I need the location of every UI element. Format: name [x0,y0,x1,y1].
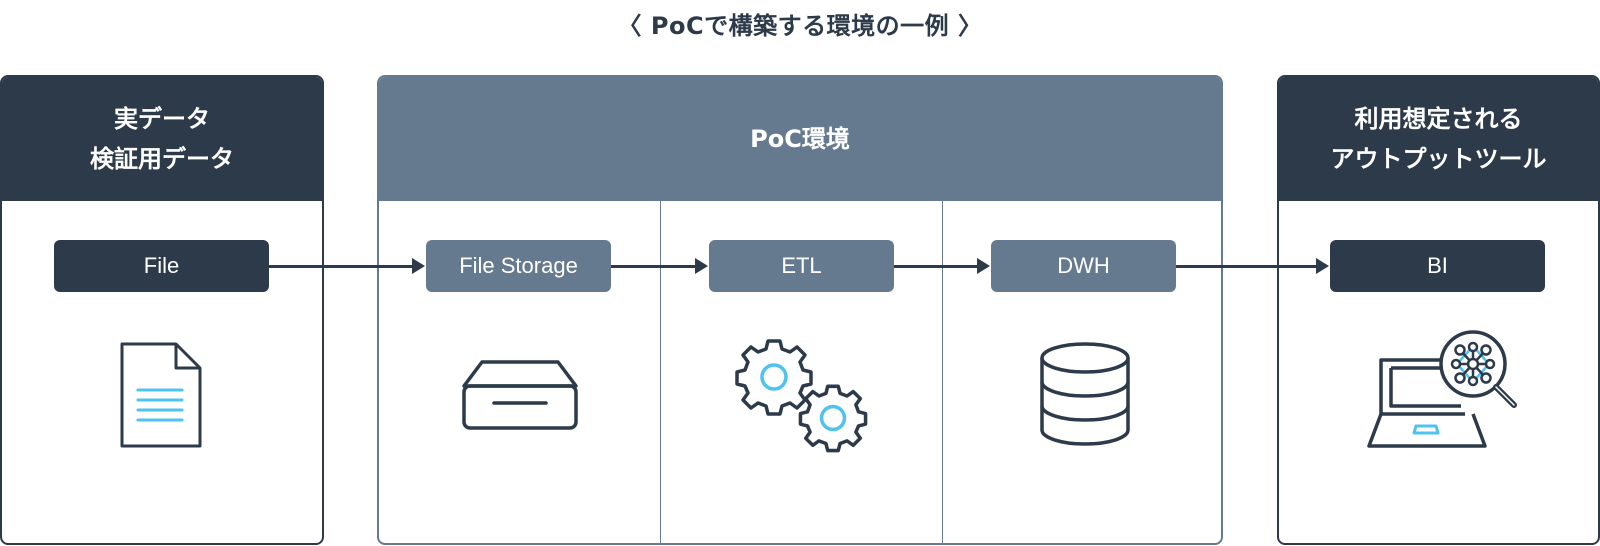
diagram-title: 〈 PoCで構築する環境の一例 〉 [617,12,983,40]
node-etl-label: ETL [781,253,822,278]
laptop-analytics-icon [1367,330,1517,448]
poc-environment-panel: PoC環境 [377,75,1223,545]
source-data-header: 実データ 検証用データ [2,77,322,201]
node-file[interactable]: File [54,240,269,292]
node-dwh-label: DWH [1057,253,1110,278]
output-header-line1: 利用想定される [1354,105,1523,133]
node-file-label: File [143,253,180,278]
node-bi[interactable]: BI [1330,240,1545,292]
source-header-line1: 実データ [114,105,210,133]
column-divider [942,201,943,543]
flow-arrow-file-to-storage [269,258,425,274]
output-tools-header: 利用想定される アウトプットツール [1279,77,1598,201]
flow-arrow-etl-to-dwh [894,258,990,274]
flow-arrow-storage-to-etl [611,258,708,274]
node-bi-label: BI [1427,253,1448,278]
storage-box-icon [462,360,578,430]
node-file-storage[interactable]: File Storage [426,240,611,292]
column-divider [660,201,661,543]
output-header-line2: アウトプットツール [1330,145,1547,173]
gears-icon [735,339,868,453]
source-data-panel: 実データ 検証用データ [0,75,324,545]
database-icon [1040,342,1130,446]
flow-arrow-dwh-to-bi [1176,258,1329,274]
node-file-storage-label: File Storage [459,253,578,278]
node-etl[interactable]: ETL [709,240,894,292]
source-header-line2: 検証用データ [90,145,234,173]
output-tools-panel: 利用想定される アウトプットツール [1277,75,1600,545]
poc-environment-header: PoC環境 [379,77,1221,201]
node-dwh[interactable]: DWH [991,240,1176,292]
document-icon [120,342,202,448]
poc-header-label: PoC環境 [750,125,850,153]
